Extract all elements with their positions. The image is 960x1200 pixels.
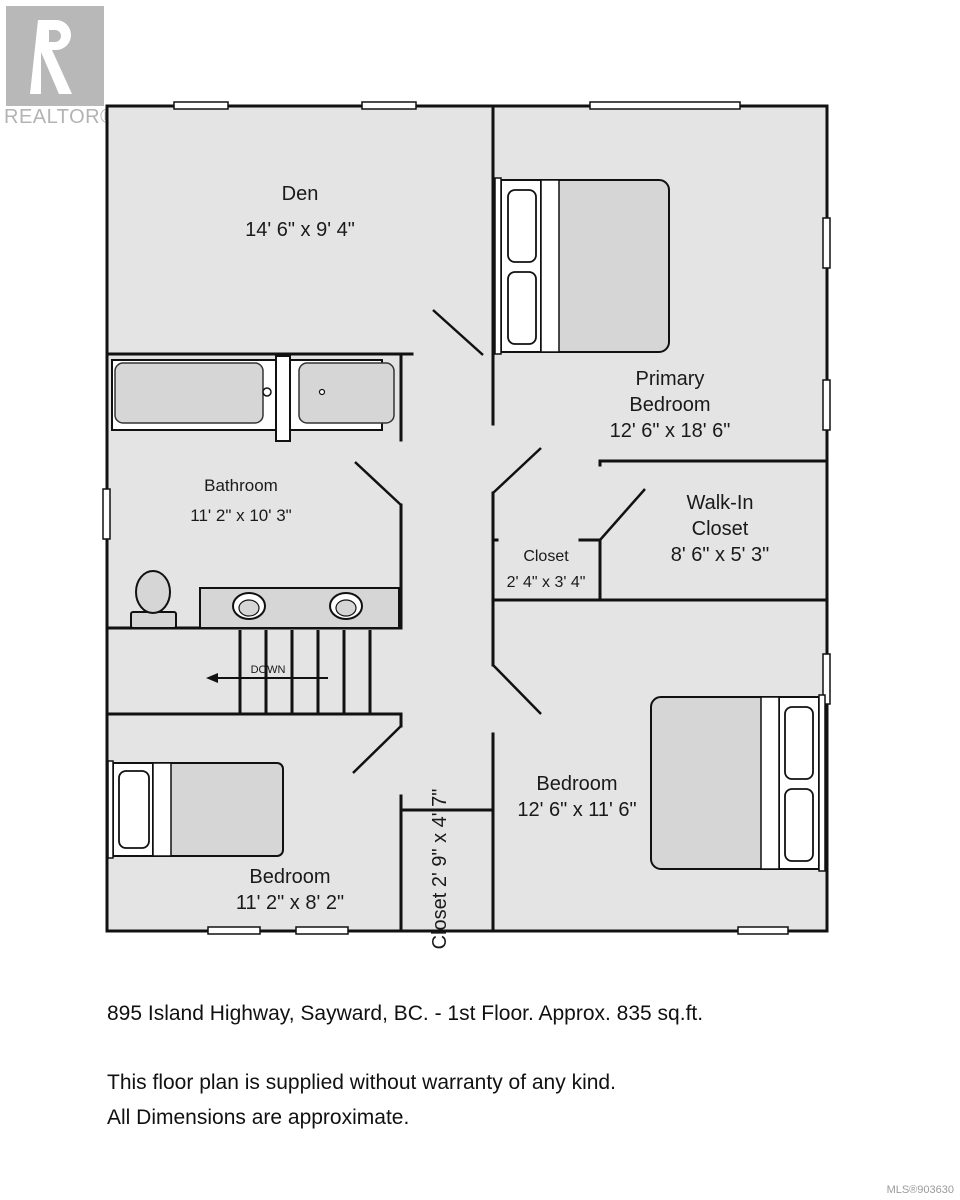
- bedroom-left-dimensions: 11' 2" x 8' 2": [236, 892, 344, 914]
- disclaimer-line-1: This floor plan is supplied without warr…: [107, 1071, 616, 1094]
- stairs: [238, 630, 372, 713]
- stairs-arrow: [206, 673, 328, 683]
- bathroom-label: Bathroom: [204, 476, 278, 495]
- toilet: [130, 570, 177, 629]
- closet-vertical-label: Closet 2' 9" x 4' 7": [429, 789, 451, 950]
- doors: [352, 309, 646, 774]
- primary-bedroom-dimensions: 12' 6" x 18' 6": [610, 420, 731, 442]
- primary-bedroom-label-line2: Bedroom: [629, 394, 710, 416]
- bathroom-dimensions: 11' 2" x 10' 3": [190, 506, 291, 525]
- bedroom-right-dimensions: 12' 6" x 11' 6": [517, 799, 636, 821]
- den-label: Den: [282, 183, 319, 205]
- realtor-logo: [6, 6, 104, 106]
- realtor-logo-text: REALTOR®: [4, 106, 116, 128]
- windows: [102, 101, 831, 935]
- closet-hall-label: Closet: [523, 548, 569, 565]
- den-dimensions: 14' 6" x 9' 4": [245, 219, 355, 241]
- interior-walls: [107, 106, 827, 931]
- closet-hall-dimensions: 2' 4" x 3' 4": [507, 574, 586, 591]
- walk-in-closet-label-line1: Walk-In: [686, 492, 753, 514]
- bedroom-left-label: Bedroom: [249, 866, 330, 888]
- primary-bed: [494, 177, 670, 355]
- mls-number: MLS®903630: [886, 1184, 954, 1196]
- walk-in-closet-label-line2: Closet: [692, 518, 749, 540]
- primary-bedroom-label-line1: Primary: [636, 368, 705, 390]
- address-caption: 895 Island Highway, Sayward, BC. - 1st F…: [107, 1002, 704, 1025]
- floor-plan: DOWN Den 14' 6" x 9' 4" Primary Bedroom …: [102, 101, 831, 950]
- bedroom-bed-left: [107, 760, 284, 859]
- disclaimer-line-2: All Dimensions are approximate.: [107, 1106, 410, 1129]
- stairs-label: DOWN: [251, 664, 286, 676]
- vanity: [199, 587, 400, 629]
- bathtub: [111, 355, 395, 442]
- walk-in-closet-dimensions: 8' 6" x 5' 3": [671, 544, 770, 566]
- bedroom-bed-right: [650, 694, 826, 872]
- bedroom-right-label: Bedroom: [536, 773, 617, 795]
